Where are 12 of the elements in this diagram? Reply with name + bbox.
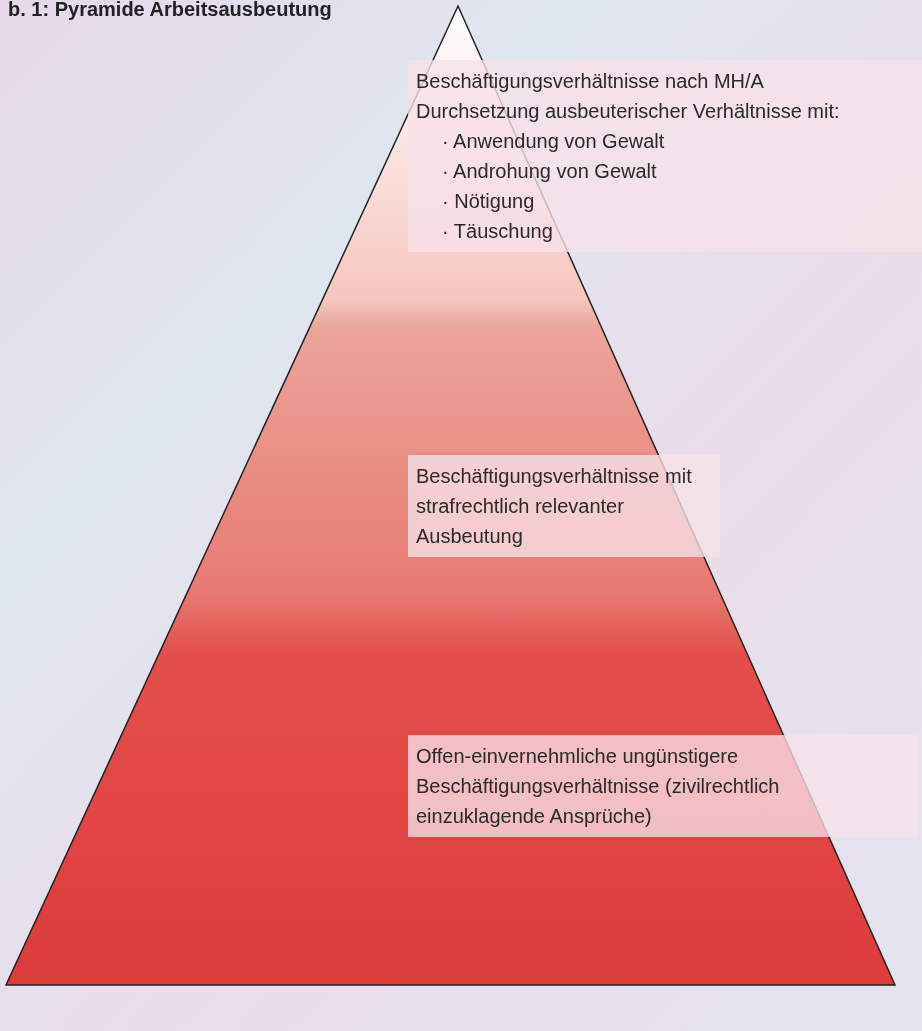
text-panel xyxy=(408,735,918,837)
list-item: · Androhung von Gewalt xyxy=(441,159,658,184)
description-text: Durchsetzung ausbeuterischer Verhältnisse mit: xyxy=(416,99,841,124)
heading: Beschäftigungsverhältnisse nach MH/A xyxy=(416,69,765,94)
text-panel xyxy=(408,455,720,557)
text-panel xyxy=(408,60,922,252)
title: b. 1: Pyramide Arbeitsausbeutung xyxy=(8,0,332,21)
description-text: Offen-einvernehmliche ungünstigere Beschäftigungsverhältnisse (zivilrechtlich einzuklagende Ansprüche) xyxy=(416,744,781,829)
list-item: · Anwendung von Gewalt xyxy=(441,129,666,154)
list-item: · Nötigung xyxy=(441,189,536,214)
description-text: Beschäftigungsverhältnisse mit strafrechtlich relevanter Ausbeutung xyxy=(416,464,693,549)
list-item: · Täuschung xyxy=(441,219,554,244)
